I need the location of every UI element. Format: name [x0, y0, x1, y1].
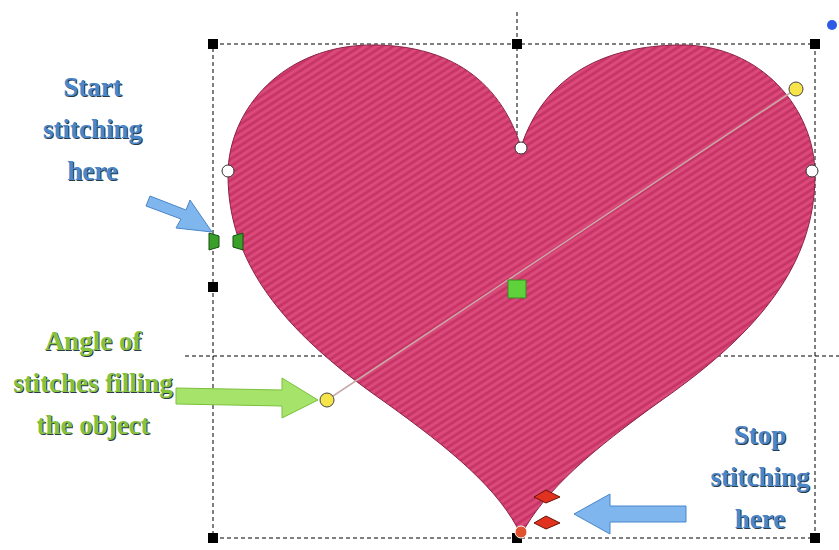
node-point	[806, 165, 818, 177]
callout-arrow	[176, 378, 318, 418]
callout-text: Stop stitching here	[690, 414, 830, 540]
start-marker	[209, 233, 219, 250]
center-marker	[508, 280, 526, 298]
callout-text: Start stitching here	[20, 66, 165, 192]
start-marker	[233, 233, 243, 250]
callout-text: Angle of stitches filling the object	[12, 320, 174, 446]
stop-marker	[534, 490, 560, 503]
rotate-dot	[827, 20, 837, 30]
callout-arrow	[574, 494, 686, 534]
node-point	[515, 142, 527, 154]
angle-handle	[320, 393, 334, 407]
heart-fill	[228, 45, 815, 535]
stop-marker	[534, 516, 560, 529]
callout-arrow	[146, 196, 212, 232]
node-point	[222, 165, 234, 177]
end-point	[515, 526, 527, 538]
angle-handle	[789, 82, 803, 96]
guide-line	[517, 12, 518, 145]
angle-line	[327, 89, 796, 400]
